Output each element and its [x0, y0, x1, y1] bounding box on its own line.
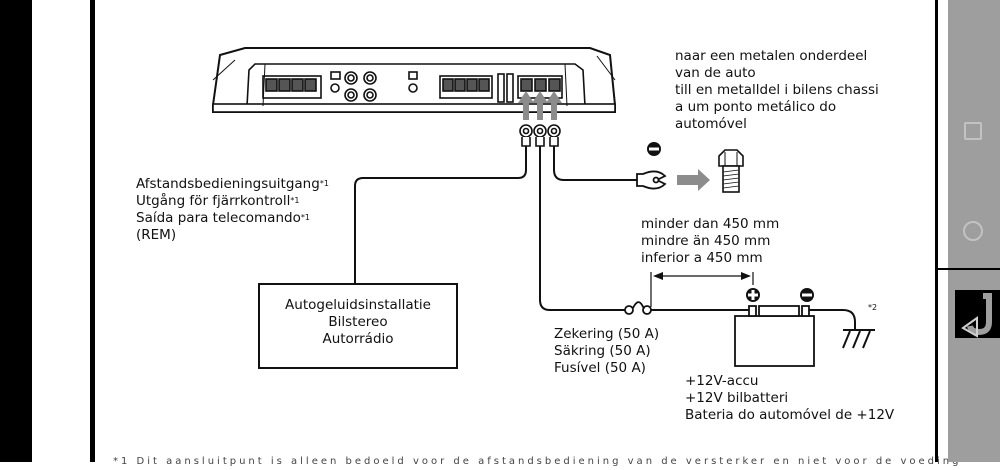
positive-marker-battery [746, 288, 760, 302]
battery-symbol [734, 305, 815, 367]
ground-point-label: naar een metalen onderdeel van de auto t… [675, 48, 879, 133]
ground-label-line: a um ponto metálico do [675, 99, 837, 115]
remote-output-label: Afstandsbedieningsuitgang*1 Utgång för f… [136, 176, 329, 244]
head-unit-pt: Autorrádio [322, 331, 394, 347]
side-panel-divider [935, 268, 1000, 270]
negative-marker-battery [800, 288, 814, 302]
amplifier-unit [212, 47, 616, 113]
negative-marker-ground [647, 142, 661, 156]
ground-label-line: naar een metalen onderdeel [675, 48, 868, 64]
ground-footnote-marker: *2 [868, 303, 878, 312]
bolt-icon [718, 149, 744, 193]
footnote-text: *1 Dit aansluitpunt is alleen bedoeld vo… [113, 456, 962, 467]
fuse-nl: Zekering (50 A) [554, 326, 660, 342]
app-shortcut-icon[interactable] [955, 290, 1000, 338]
distance-label: minder dan 450 mm mindre än 450 mm infer… [641, 216, 779, 267]
remote-output-pt: Saída para telecomando [136, 210, 301, 226]
battery-label: +12V-accu +12V bilbatteri Bateria do aut… [685, 373, 894, 424]
square-icon[interactable] [964, 122, 982, 140]
fuse-pt: Fusível (50 A) [554, 360, 646, 376]
left-black-bar [0, 0, 32, 462]
app-glyph [961, 293, 992, 338]
head-unit-label: Autogeluidsinstallatie Bilstereo Autorrá… [259, 297, 457, 348]
ground-label-line: till en metalldel i bilens chassi [675, 82, 879, 98]
page-border-right [935, 0, 938, 462]
remote-output-sv: Utgång för fjärrkontroll [136, 193, 291, 209]
head-unit-nl: Autogeluidsinstallatie [285, 297, 431, 313]
ring-terminals [519, 124, 561, 147]
footnote-marker: *1 [319, 179, 329, 188]
ground-lug [636, 170, 667, 190]
circle-icon[interactable] [963, 221, 983, 241]
distance-pt: inferior a 450 mm [641, 250, 763, 266]
battery-sv: +12V bilbatteri [685, 390, 789, 406]
wiring-diagram: Afstandsbedieningsuitgang*1 Utgång för f… [95, 0, 935, 462]
battery-pt: Bateria do automóvel de +12V [685, 407, 895, 423]
fuse-symbol [624, 301, 652, 315]
diagram-graphics [212, 47, 875, 369]
footnote-marker: *1 [290, 196, 300, 205]
footnote-marker: *1 [300, 213, 310, 222]
distance-sv: mindre än 450 mm [641, 233, 771, 249]
ground-label-line: van de auto [675, 65, 756, 81]
head-unit-sv: Bilstereo [328, 314, 388, 330]
battery-nl: +12V-accu [685, 373, 759, 389]
page-border-left [90, 0, 95, 462]
fuse-label: Zekering (50 A) Säkring (50 A) Fusível (… [554, 326, 659, 377]
distance-arrow-right [741, 272, 751, 280]
wires [354, 146, 856, 330]
distance-nl: minder dan 450 mm [641, 216, 780, 232]
remote-output-nl: Afstandsbedieningsuitgang [136, 176, 320, 192]
ground-label-line: automóvel [675, 116, 747, 132]
remote-output-abbr: (REM) [136, 227, 177, 243]
arrow-to-bolt [677, 169, 710, 191]
fuse-sv: Säkring (50 A) [554, 343, 651, 359]
ground-symbol [842, 329, 875, 349]
insertion-arrows [518, 91, 562, 120]
distance-arrow-left [653, 272, 663, 280]
head-unit-box [258, 283, 458, 369]
